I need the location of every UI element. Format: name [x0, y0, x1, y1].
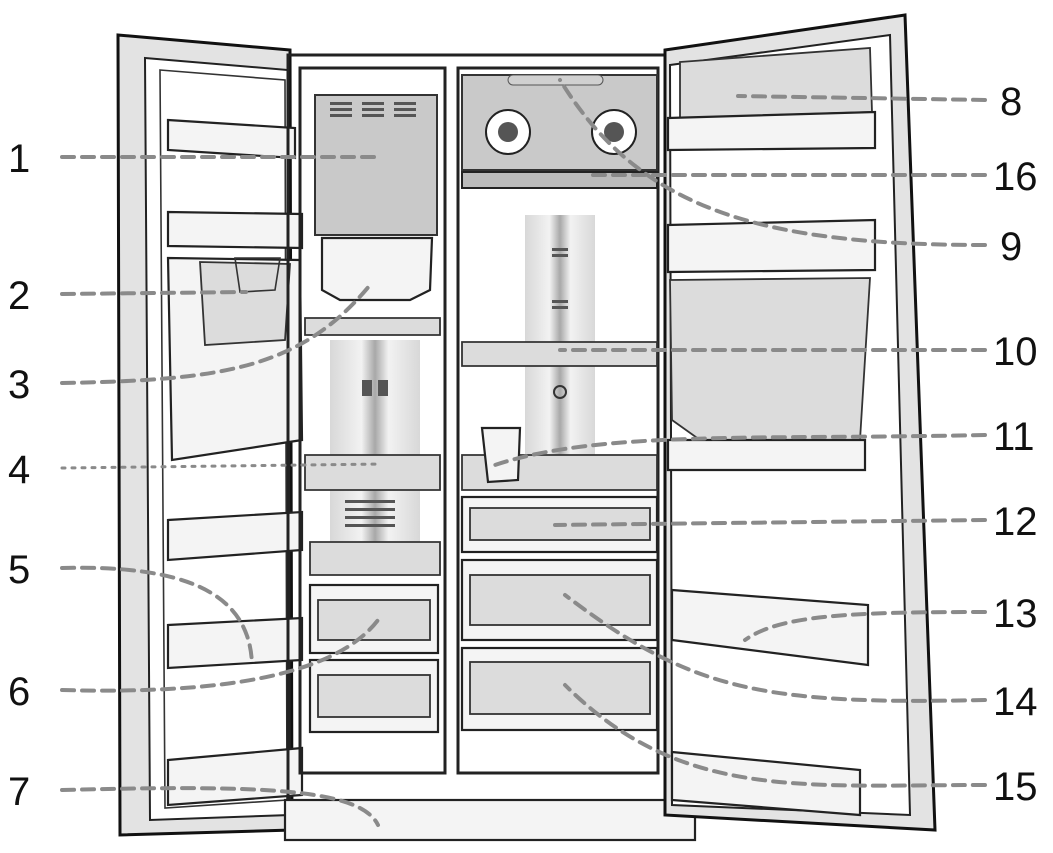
freezer-shelf-3	[310, 542, 440, 575]
callout-6: 6	[8, 670, 30, 714]
right-bin-upper	[668, 220, 875, 272]
wine-rack	[462, 172, 657, 188]
vent-grille	[330, 102, 416, 117]
ice-tray	[322, 238, 432, 300]
fridge-shelf-1	[462, 342, 657, 366]
callout-16: 16	[993, 155, 1038, 199]
ice-bucket	[200, 262, 290, 345]
callout-15: 15	[993, 765, 1038, 809]
cabinet	[285, 55, 695, 840]
callout-14: 14	[993, 680, 1038, 724]
door-bin-top	[168, 120, 295, 158]
callout-12: 12	[993, 500, 1038, 544]
callout-1: 1	[8, 137, 30, 181]
callout-7: 7	[8, 770, 30, 814]
door-bin-lower	[168, 618, 302, 668]
freezer-shelf-2	[305, 455, 440, 490]
egg-container	[482, 428, 520, 482]
right-bin-top	[668, 112, 875, 150]
right-bin-middle	[668, 440, 865, 470]
callout-5: 5	[8, 548, 30, 592]
base-grille	[285, 800, 695, 840]
callout-10: 10	[993, 330, 1038, 374]
callout-4: 4	[8, 448, 30, 492]
callout-2: 2	[8, 274, 30, 318]
callout-3: 3	[8, 363, 30, 407]
right-door	[665, 15, 935, 830]
callout-11: 11	[993, 415, 1035, 459]
callout-13: 13	[993, 592, 1038, 636]
callout-8: 8	[1000, 80, 1022, 124]
callout-9: 9	[1000, 225, 1022, 269]
door-bin-upper	[168, 212, 302, 248]
freezer-shelf-1	[305, 318, 440, 335]
dispenser-bin	[670, 278, 870, 440]
